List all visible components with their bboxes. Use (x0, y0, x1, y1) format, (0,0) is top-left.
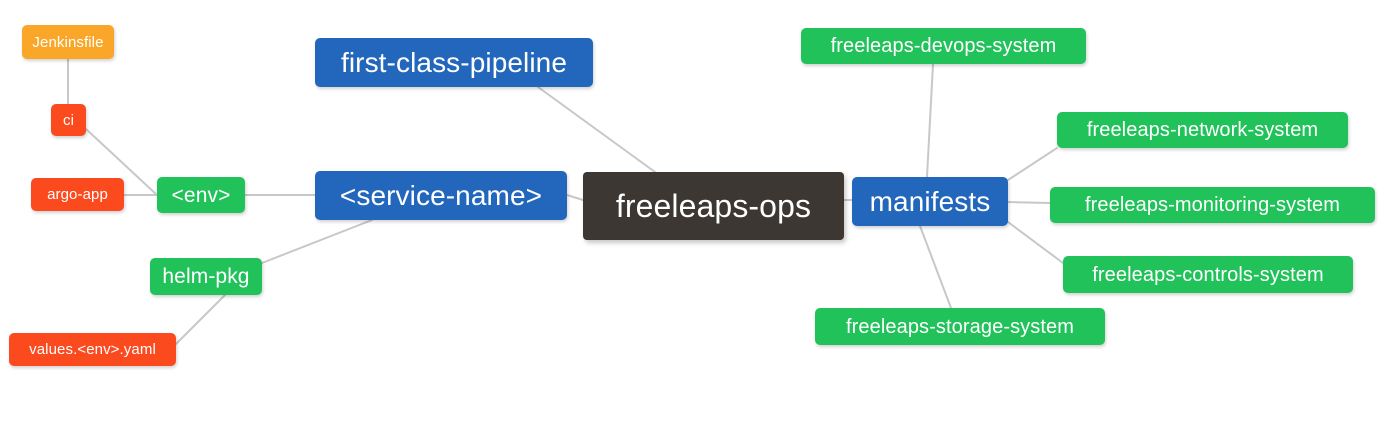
mindmap-node-freeleaps-controls-system[interactable]: freeleaps-controls-system (1063, 256, 1353, 293)
mindmap-node-values-yaml[interactable]: values.<env>.yaml (9, 333, 176, 366)
mindmap-node-freeleaps-monitoring-system[interactable]: freeleaps-monitoring-system (1050, 187, 1375, 223)
mindmap-node-ci[interactable]: ci (51, 104, 86, 136)
mindmap-node-env[interactable]: <env> (157, 177, 245, 213)
mindmap-node-manifests[interactable]: manifests (852, 177, 1008, 226)
mindmap-node-service-name[interactable]: <service-name> (315, 171, 567, 220)
edge-first-class-pipeline-to-freeleaps-ops (537, 86, 656, 173)
edge-helm-pkg-to-service-name (261, 219, 373, 264)
edge-freeleaps-monitoring-system-to-manifests (1007, 201, 1051, 204)
edge-freeleaps-network-system-to-manifests (1007, 147, 1058, 181)
mindmap-node-freeleaps-storage-system[interactable]: freeleaps-storage-system (815, 308, 1105, 345)
mindmap-node-freeleaps-devops-system[interactable]: freeleaps-devops-system (801, 28, 1086, 64)
mindmap-node-freeleaps-network-system[interactable]: freeleaps-network-system (1057, 112, 1348, 148)
mindmap-node-argo-app[interactable]: argo-app (31, 178, 124, 211)
edge-freeleaps-storage-system-to-manifests (919, 225, 952, 309)
mindmap-node-freeleaps-ops[interactable]: freeleaps-ops (583, 172, 844, 240)
edge-values-yaml-to-helm-pkg (175, 294, 226, 345)
mindmap-node-first-class-pipeline[interactable]: first-class-pipeline (315, 38, 593, 87)
mindmap-node-helm-pkg[interactable]: helm-pkg (150, 258, 262, 295)
edge-freeleaps-controls-system-to-manifests (1007, 221, 1064, 264)
mindmap-node-jenkinsfile[interactable]: Jenkinsfile (22, 25, 114, 59)
edge-service-name-to-freeleaps-ops (566, 194, 584, 201)
edge-freeleaps-devops-system-to-manifests (926, 63, 934, 178)
